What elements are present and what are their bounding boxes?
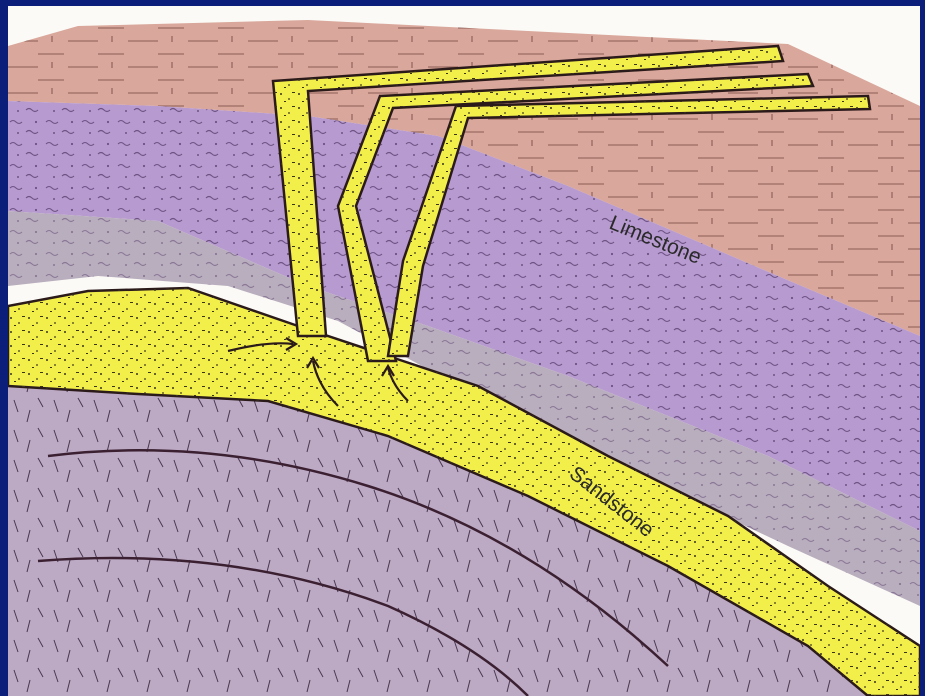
cross-section-svg: Limestone Sandstone bbox=[8, 6, 920, 696]
geology-diagram: Limestone Sandstone bbox=[8, 6, 920, 696]
